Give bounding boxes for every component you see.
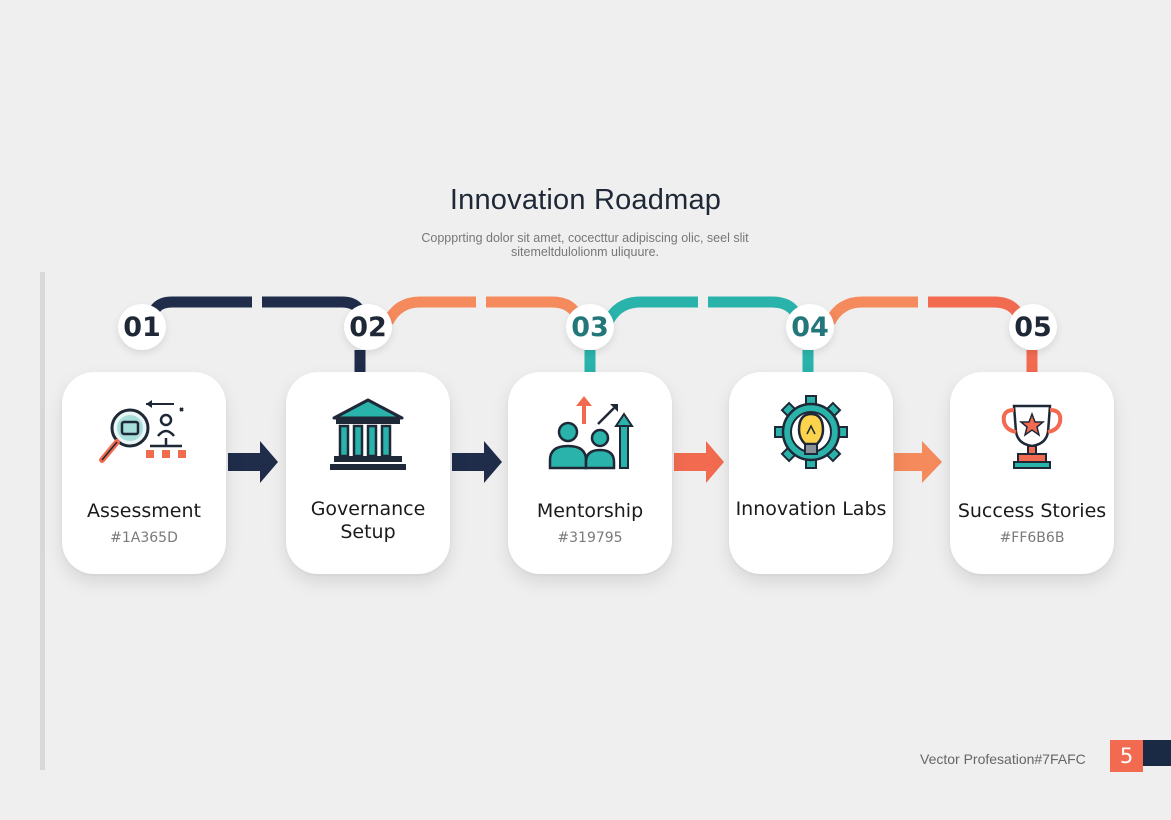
connector-arc-3-4 [584, 296, 814, 372]
people-growth-arrows-icon [548, 396, 634, 470]
step-card-assessment[interactable]: Assessment #1A365D [62, 372, 226, 574]
flow-arrow-3-4 [674, 441, 724, 483]
step-color-code: #1A365D [110, 530, 178, 546]
connector-arc-1-2 [146, 296, 368, 372]
flow-arrow-2-3 [452, 441, 502, 483]
step-label: Mentorship [536, 500, 644, 522]
step-label: Innovation Labs [735, 498, 887, 520]
step-number-2: 02 [344, 304, 392, 350]
step-label: Governance Setup [310, 498, 426, 543]
step-number-5: 05 [1009, 304, 1057, 350]
trophy-icon [1001, 404, 1063, 469]
flow-arrow-1-2 [228, 441, 278, 483]
page-number: 5 [1110, 740, 1143, 772]
step-color-code: #FF6B6B [999, 530, 1065, 546]
step-label: Success Stories [957, 500, 1107, 522]
step-card-governance-setup[interactable]: Governance Setup [286, 372, 450, 574]
footer-text: Vector Profesation#7FAFC [920, 751, 1086, 767]
lightbulb-gear-icon [774, 395, 848, 469]
step-number-4: 04 [786, 304, 834, 350]
page-subtitle: Coppprting dolor sit amet, cocecttur adi… [421, 231, 749, 259]
page-title: Innovation Roadmap [449, 184, 722, 216]
step-card-success-stories[interactable]: Success Stories #FF6B6B [950, 372, 1114, 574]
step-card-innovation-labs[interactable]: Innovation Labs [729, 372, 893, 574]
flow-arrow-4-5 [894, 441, 942, 483]
step-number-3: 03 [566, 304, 614, 350]
left-rule [40, 272, 45, 770]
bank-building-icon [330, 398, 406, 470]
connector-arc-4-5 [825, 296, 918, 325]
step-card-mentorship[interactable]: Mentorship #319795 [508, 372, 672, 574]
magnifier-org-chart-icon [99, 400, 186, 463]
step-color-code: #319795 [557, 530, 623, 546]
page-accent-bar [1143, 740, 1171, 766]
connector-arc-2-3 [383, 296, 584, 325]
step-label: Assessment [87, 500, 201, 522]
step-number-1: 01 [118, 304, 166, 350]
